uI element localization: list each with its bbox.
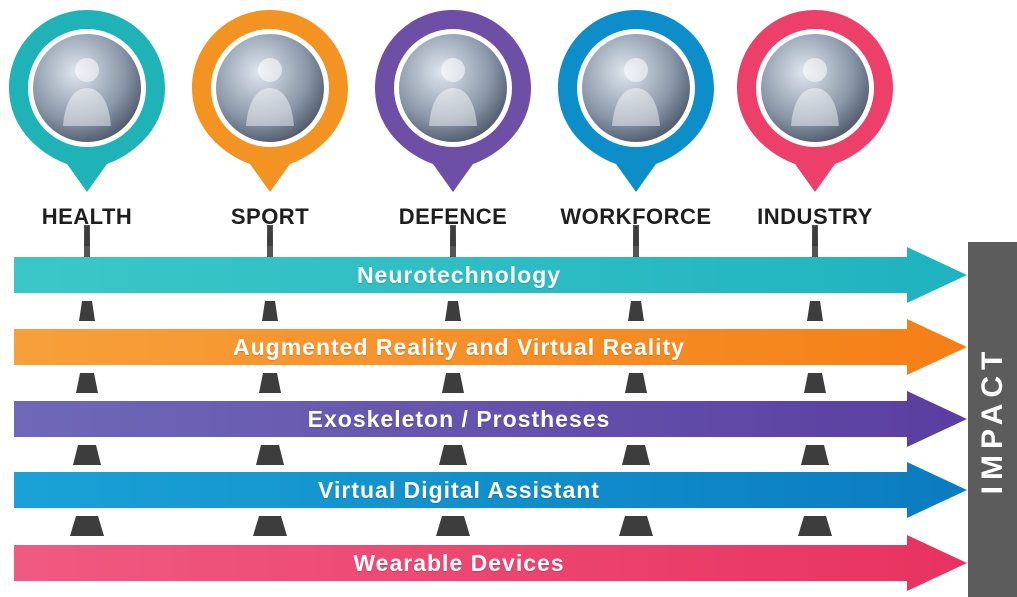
arrow-shape [14, 247, 967, 303]
post-top [633, 226, 639, 246]
sector-label: WORKFORCE [560, 204, 712, 229]
pin-defence: DEFENCE [373, 8, 533, 229]
arrow-wearable-devices: Wearable Devices [14, 535, 969, 591]
post-stem [76, 373, 98, 393]
post-stem [73, 445, 101, 465]
sector-label: HEALTH [41, 204, 133, 229]
physiotherapy-icon [9, 10, 165, 192]
post-top [812, 226, 818, 246]
pin-sport: SPORT [190, 8, 350, 229]
technology-label: Augmented Reality and Virtual Reality [233, 334, 685, 360]
post-stem [622, 445, 650, 465]
post-stem [439, 445, 467, 465]
post-stem [79, 301, 95, 321]
sector-label: DEFENCE [398, 204, 508, 229]
post-stem [259, 373, 281, 393]
pin-industry: INDUSTRY [735, 8, 895, 229]
post-stem [804, 373, 826, 393]
post-stem [619, 516, 653, 536]
post-stem [436, 516, 470, 536]
fighter-pilot-icon [375, 10, 531, 192]
post-stem [801, 445, 829, 465]
arrow-shape [14, 391, 967, 447]
post-top [267, 226, 273, 246]
engineers-hardhat-icon [737, 10, 893, 192]
arrow-neurotechnology: Neurotechnology [14, 247, 969, 303]
post-stem [256, 445, 284, 465]
technology-label: Wearable Devices [353, 550, 565, 576]
technology-label: Exoskeleton / Prostheses [307, 406, 611, 432]
post-top [84, 226, 90, 246]
post-stem [70, 516, 104, 536]
arrow-shape [14, 535, 967, 591]
pin-health: HEALTH [7, 8, 167, 229]
basketball-player-icon [192, 10, 348, 192]
impact-label: IMPACT [975, 345, 1009, 494]
technology-label: Neurotechnology [356, 262, 562, 288]
arrow-exoskeleton-prostheses: Exoskeleton / Prostheses [14, 391, 969, 447]
post-stem [625, 373, 647, 393]
sector-label: SPORT [230, 204, 310, 229]
post-stem [442, 373, 464, 393]
post-top [450, 226, 456, 246]
arrow-shape [14, 462, 967, 518]
arrow-virtual-digital-assistant: Virtual Digital Assistant [14, 462, 969, 518]
post-stem [807, 301, 823, 321]
arrow-augmented-reality-and-virtual-reality: Augmented Reality and Virtual Reality [14, 319, 969, 375]
team-meeting-icon [558, 10, 714, 192]
sector-label: INDUSTRY [757, 204, 873, 229]
technology-label: Virtual Digital Assistant [318, 477, 600, 503]
impact-bar: IMPACT [968, 242, 1017, 597]
post-stem [445, 301, 461, 321]
post-stem [253, 516, 287, 536]
arrow-shape [14, 319, 967, 375]
post-stem [262, 301, 278, 321]
post-stem [628, 301, 644, 321]
pin-workforce: WORKFORCE [556, 8, 716, 229]
post-stem [798, 516, 832, 536]
